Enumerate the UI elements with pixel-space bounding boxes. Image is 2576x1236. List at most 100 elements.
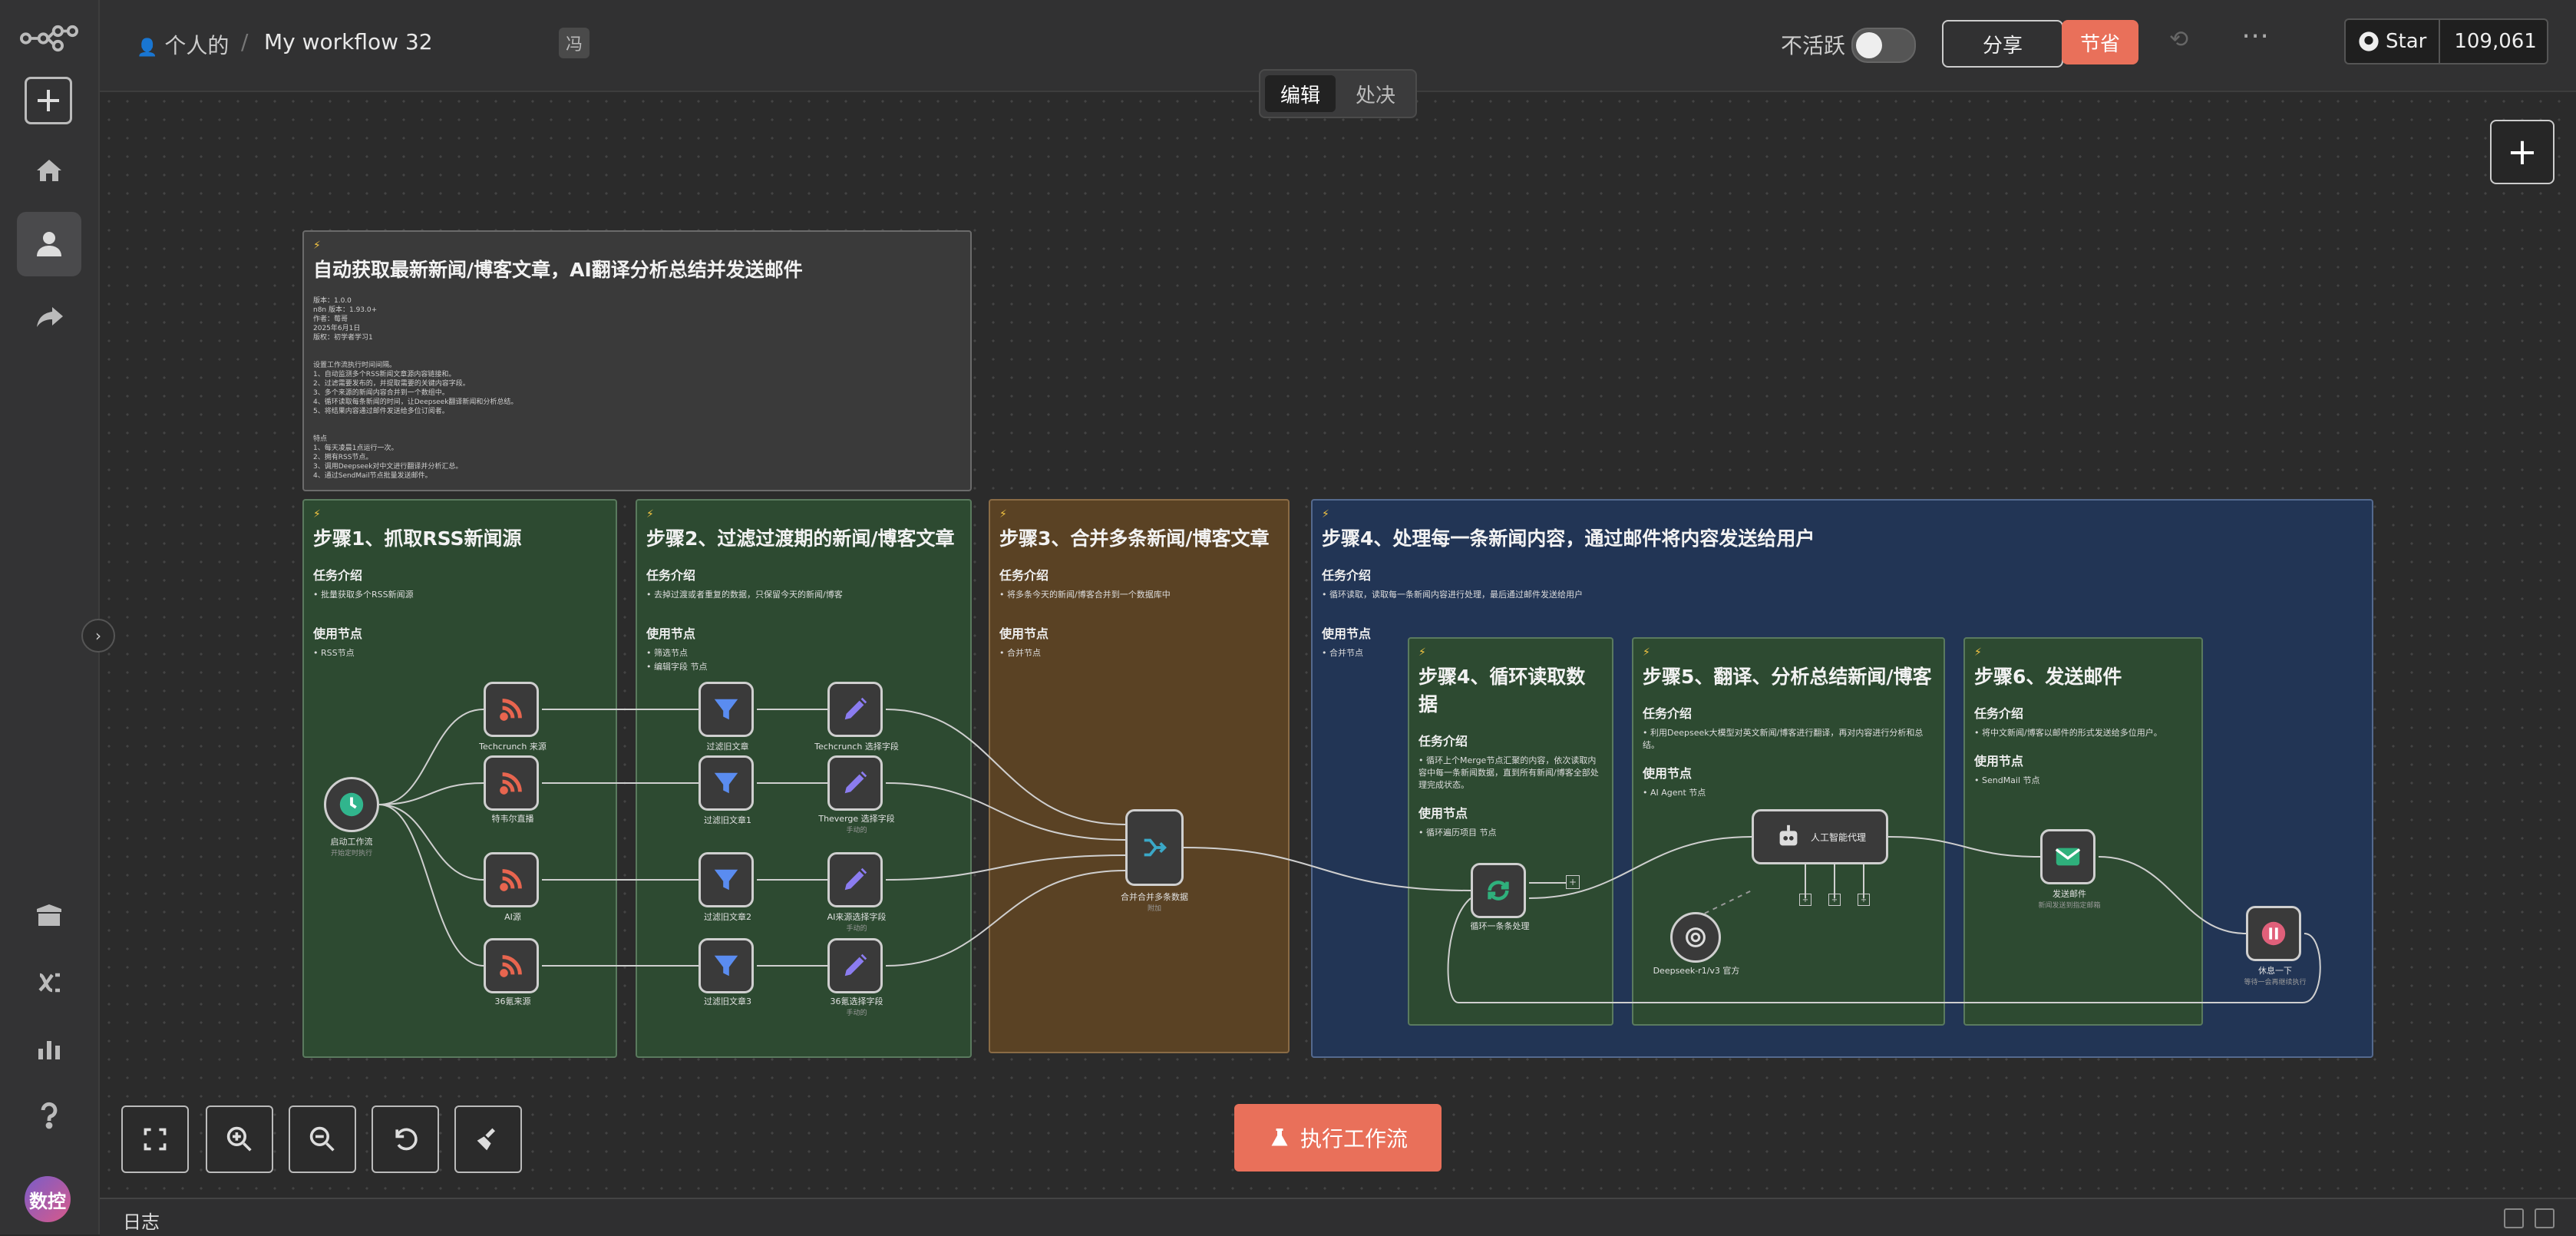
- note-task-heading: 任务介绍: [1322, 568, 1372, 583]
- schedule-trigger-node[interactable]: [324, 777, 379, 832]
- note-title: 步骤3、合并多条新闻/博客文章: [999, 527, 1270, 550]
- sticky-note-substep4[interactable]: ⚡ 步骤4、循环读取数据 任务介绍 • 循环上个Merge节点汇聚的内容，依次读…: [1408, 637, 1613, 1026]
- zap-icon: ⚡: [1322, 508, 1329, 521]
- edit-fields-node-3[interactable]: [827, 852, 883, 907]
- execute-workflow-button[interactable]: 执行工作流: [1234, 1104, 1442, 1172]
- node-label: 人工智能代理: [1810, 831, 1866, 843]
- n8n-logo-icon[interactable]: [17, 6, 81, 71]
- deepseek-model-node[interactable]: [1670, 912, 1721, 963]
- package-icon[interactable]: [17, 883, 81, 947]
- rss-node-36kr[interactable]: [484, 938, 539, 993]
- open-panel-icon[interactable]: [2504, 1208, 2524, 1228]
- loop-node[interactable]: [1471, 863, 1526, 918]
- note-task: • 将多条今天的新闻/博客合并到一个数据库中: [999, 590, 1171, 600]
- collapse-icon[interactable]: [2535, 1208, 2555, 1228]
- clock-icon: [339, 792, 364, 817]
- reset-zoom-button[interactable]: [372, 1105, 439, 1173]
- wait-node[interactable]: [2246, 906, 2301, 961]
- share-button[interactable]: 分享: [1942, 20, 2063, 68]
- node-label: 过滤旧文章: [706, 742, 749, 752]
- avatar[interactable]: 数控: [25, 1176, 71, 1222]
- add-node-button[interactable]: +: [2490, 120, 2555, 184]
- breadcrumb-personal[interactable]: 👤 个人的: [137, 33, 230, 58]
- node-subtitle: 手动的: [846, 925, 867, 933]
- github-star-count: 109,061: [2454, 30, 2537, 53]
- note-nodes-heading: 使用节点: [1322, 626, 1372, 641]
- zoom-out-icon: [309, 1126, 335, 1152]
- home-icon[interactable]: [17, 138, 81, 203]
- edit-fields-node-1[interactable]: [827, 682, 883, 737]
- node-label: Deepseek-r1/v3 官方: [1653, 966, 1740, 976]
- node-label: 过滤旧文章3: [704, 996, 751, 1006]
- note-nodes: • SendMail 节点: [1974, 775, 2040, 785]
- note-nodes: • 合并节点: [999, 648, 1041, 658]
- more-options-icon[interactable]: ⋯: [2241, 20, 2269, 51]
- variables-icon[interactable]: [17, 950, 81, 1015]
- user-icon: 👤: [137, 38, 158, 58]
- workflow-tag[interactable]: 冯: [559, 28, 590, 58]
- user-icon[interactable]: [17, 212, 81, 276]
- note-task-heading: 任务介绍: [999, 568, 1049, 583]
- filter-node-4[interactable]: [698, 938, 754, 993]
- pencil-icon: [844, 868, 867, 891]
- sticky-note-step2[interactable]: ⚡ 步骤2、过滤过渡期的新闻/博客文章 任务介绍 • 去掉过渡或者重复的数据，只…: [636, 499, 972, 1058]
- pause-icon: [2261, 921, 2286, 946]
- zoom-in-button[interactable]: [206, 1105, 273, 1173]
- add-node-icon[interactable]: +: [1566, 875, 1580, 889]
- note-title: 步骤4、循环读取数据: [1418, 666, 1586, 715]
- node-subtitle: 手动的: [846, 827, 867, 834]
- node-label: 36氪来源: [494, 996, 531, 1006]
- rss-node-ai[interactable]: [484, 852, 539, 907]
- filter-node-3[interactable]: [698, 852, 754, 907]
- add-node-icon[interactable]: +: [1828, 894, 1841, 906]
- share-icon[interactable]: [17, 286, 81, 350]
- sticky-note-step3[interactable]: ⚡ 步骤3、合并多条新闻/博客文章 任务介绍 • 将多条今天的新闻/博客合并到一…: [989, 499, 1290, 1053]
- add-node-icon[interactable]: +: [1799, 894, 1811, 906]
- expand-sidebar-icon[interactable]: ›: [81, 619, 115, 653]
- note-task: • 利用Deepseek大模型对英文新闻/博客进行翻译，再对内容进行分析和总结。: [1643, 728, 1924, 750]
- rss-icon: [500, 869, 522, 891]
- sticky-note-intro[interactable]: ⚡ 自动获取最新新闻/博客文章，AI翻译分析总结并发送邮件 版本：1.0.0 n…: [302, 230, 972, 491]
- merge-node[interactable]: [1125, 809, 1184, 886]
- zoom-out-button[interactable]: [289, 1105, 356, 1173]
- add-node-icon[interactable]: +: [1858, 894, 1870, 906]
- log-panel-bar[interactable]: 日志: [100, 1198, 2576, 1236]
- chart-icon[interactable]: [17, 1016, 81, 1081]
- send-email-node[interactable]: [2040, 829, 2095, 884]
- add-icon[interactable]: [25, 77, 72, 124]
- save-button[interactable]: 节省: [2062, 20, 2138, 64]
- edit-fields-node-4[interactable]: [827, 938, 883, 993]
- node-label: 合并合并多条数据: [1121, 892, 1188, 902]
- pencil-icon: [844, 953, 867, 977]
- filter-node-2[interactable]: [698, 755, 754, 811]
- execute-label: 执行工作流: [1300, 1126, 1408, 1152]
- zap-icon: ⚡: [1418, 646, 1426, 659]
- note-nodes: • 合并节点: [1322, 648, 1363, 658]
- help-icon[interactable]: [17, 1082, 81, 1147]
- tab-edit[interactable]: 编辑: [1265, 75, 1336, 112]
- filter-node-1[interactable]: [698, 682, 754, 737]
- rss-node-verge[interactable]: [484, 755, 539, 811]
- note-nodes-heading: 使用节点: [1974, 754, 2024, 768]
- mode-switch: 编辑 处决: [1259, 69, 1417, 118]
- loop-icon: [1488, 881, 1509, 901]
- rss-icon: [500, 772, 522, 795]
- node-subtitle: 手动的: [846, 1010, 867, 1017]
- node-label: Theverge 选择字段: [818, 814, 895, 824]
- filter-icon: [714, 869, 738, 891]
- rss-node-techcrunch[interactable]: [484, 682, 539, 737]
- fit-view-button[interactable]: [121, 1105, 189, 1173]
- inactive-label: 不活跃: [1781, 33, 1846, 58]
- undo-icon: [395, 1128, 418, 1151]
- node-subtitle: 开始定时执行: [330, 850, 372, 858]
- workflow-name[interactable]: My workflow 32: [264, 29, 433, 55]
- active-toggle[interactable]: [1851, 28, 1916, 63]
- tab-executions[interactable]: 处决: [1355, 84, 1395, 107]
- ai-agent-node[interactable]: 人工智能代理: [1752, 809, 1888, 864]
- node-label: 36氪选择字段: [830, 996, 883, 1006]
- tidy-up-button[interactable]: [454, 1105, 522, 1173]
- edit-fields-node-2[interactable]: [827, 755, 883, 811]
- node-label: Techcrunch 来源: [479, 742, 547, 752]
- github-star-button[interactable]: Star 109,061: [2344, 18, 2548, 64]
- history-icon[interactable]: ⟲: [2169, 26, 2189, 53]
